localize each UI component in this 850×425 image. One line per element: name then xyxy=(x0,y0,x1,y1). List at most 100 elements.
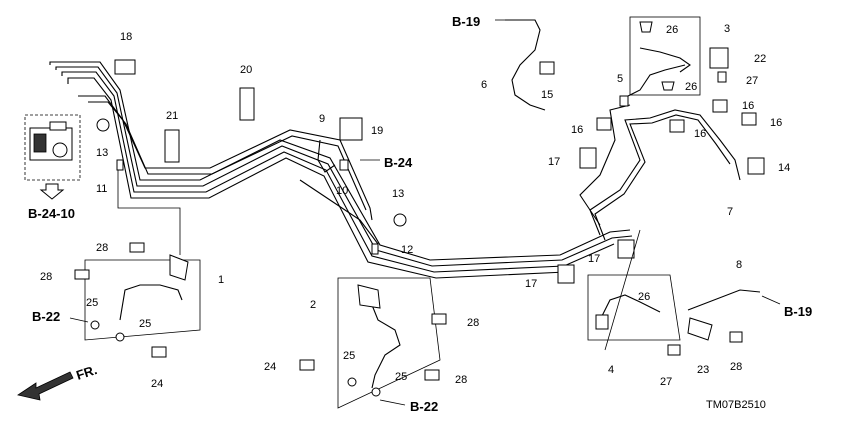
assembly-4-box xyxy=(587,274,681,341)
callout-5: 5 xyxy=(617,73,623,85)
bolt-24-mid xyxy=(299,359,315,371)
fitting-27 xyxy=(717,71,727,83)
callout-27-bottom: 27 xyxy=(660,376,672,388)
clip-22 xyxy=(709,47,729,69)
ref-b24: B-24 xyxy=(384,155,413,170)
bolt-24-left xyxy=(151,346,167,358)
clip-18 xyxy=(114,59,136,75)
bolt-28-d xyxy=(424,369,440,381)
callout-15: 15 xyxy=(541,89,553,101)
bolt-27-bottom xyxy=(667,344,681,356)
callout-22: 22 xyxy=(754,53,766,65)
callout-4: 4 xyxy=(608,364,614,376)
abs-modulator-box xyxy=(24,114,81,181)
hose-2 xyxy=(369,299,401,389)
hose-1 xyxy=(119,284,183,321)
b22-left-arrow xyxy=(69,317,89,323)
hose-2-bracket xyxy=(357,284,381,309)
callout-25-d: 25 xyxy=(395,371,407,383)
lead-1-a xyxy=(117,170,181,255)
front-direction-arrow xyxy=(17,371,74,401)
callout-13-mid: 13 xyxy=(392,188,404,200)
callout-19: 19 xyxy=(371,125,383,137)
bracket-19 xyxy=(339,117,363,141)
washer-25-a xyxy=(90,320,100,330)
clip-20 xyxy=(239,87,255,121)
fitting-12 xyxy=(371,243,379,255)
callout-25-c: 25 xyxy=(343,350,355,362)
callout-28-c: 28 xyxy=(467,317,479,329)
ref-b19-top: B-19 xyxy=(452,14,480,29)
clip-16-b xyxy=(669,119,685,133)
callout-16-b: 16 xyxy=(694,128,706,140)
clip-16-c xyxy=(741,112,757,126)
clip-14 xyxy=(747,157,765,175)
b24-10-arrow xyxy=(39,183,65,200)
clip-26-top xyxy=(639,21,653,33)
main-brake-pipe-bundle xyxy=(49,61,633,279)
callout-7: 7 xyxy=(727,206,733,218)
pipe-9 xyxy=(317,139,336,173)
callout-21: 21 xyxy=(166,110,178,122)
callout-6: 6 xyxy=(481,79,487,91)
b19-right-arrow xyxy=(761,295,781,305)
bracket-23 xyxy=(687,317,713,341)
bolt-28-c xyxy=(431,313,447,325)
assembly-3-box xyxy=(629,16,701,96)
callout-17-c: 17 xyxy=(525,278,537,290)
pipe-7 xyxy=(619,64,686,101)
callout-26-c: 26 xyxy=(638,291,650,303)
callout-1: 1 xyxy=(218,274,224,286)
clip-16-a xyxy=(596,117,612,131)
callout-11: 11 xyxy=(96,183,107,195)
diagram-code: TM07B2510 xyxy=(706,399,766,411)
hose-3 xyxy=(639,47,691,73)
callout-28-b: 28 xyxy=(40,271,52,283)
callout-17-b: 17 xyxy=(588,253,600,265)
bolt-28-e xyxy=(729,331,743,343)
callout-26-a: 26 xyxy=(666,24,678,36)
abs-modulator-unit xyxy=(29,121,73,161)
callout-10: 10 xyxy=(336,185,348,197)
assembly-1-box xyxy=(84,259,201,341)
hose-4-end xyxy=(595,314,609,330)
clip-17-b xyxy=(617,239,635,259)
callout-26-b: 26 xyxy=(685,81,697,93)
ref-b22-left: B-22 xyxy=(32,309,60,324)
washer-25-c xyxy=(347,377,357,387)
b22-bottom-arrow xyxy=(379,399,406,406)
callout-16-d: 16 xyxy=(742,100,754,112)
callout-24-left: 24 xyxy=(151,378,163,390)
hose-4 xyxy=(599,294,661,321)
callout-3: 3 xyxy=(724,23,730,35)
callout-12: 12 xyxy=(401,244,413,256)
callout-13-left: 13 xyxy=(96,147,108,159)
fitting-11 xyxy=(116,159,124,171)
pipe-6 xyxy=(505,19,546,111)
grommet-13-mid xyxy=(393,213,407,227)
clip-17-a xyxy=(579,147,597,169)
callout-27-top: 27 xyxy=(746,75,758,87)
lead-4 xyxy=(604,229,641,351)
callout-17-a: 17 xyxy=(548,156,560,168)
clip-15 xyxy=(539,61,555,75)
callout-25-b: 25 xyxy=(139,318,151,330)
rear-brake-pipe xyxy=(579,104,741,241)
callout-9: 9 xyxy=(319,113,325,125)
ref-b22-bottom: B-22 xyxy=(410,399,438,414)
callout-16-a: 16 xyxy=(571,124,583,136)
callout-14: 14 xyxy=(778,162,790,174)
callout-28-a: 28 xyxy=(96,242,108,254)
callout-16-c: 16 xyxy=(770,117,782,129)
callout-25-a: 25 xyxy=(86,297,98,309)
grommet-13-left xyxy=(96,118,110,132)
bolt-28-a xyxy=(129,242,145,253)
washer-25-d xyxy=(371,387,381,397)
clip-16-d xyxy=(712,99,728,113)
callout-20: 20 xyxy=(240,64,252,76)
callout-24-mid: 24 xyxy=(264,361,276,373)
callout-28-d: 28 xyxy=(455,374,467,386)
callout-23: 23 xyxy=(697,364,709,376)
bolt-28-b xyxy=(74,269,90,280)
